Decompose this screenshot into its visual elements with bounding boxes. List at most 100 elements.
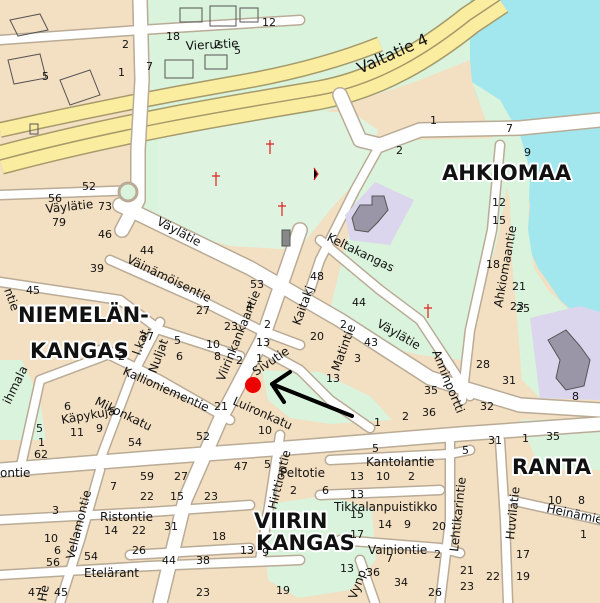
house-number: 15: [492, 214, 506, 227]
house-number: 12: [262, 16, 276, 29]
district-viirin-2: KANGAS: [256, 531, 355, 555]
house-number: 13: [350, 488, 364, 501]
house-numbers: 18 2 12 5 1 2 5 7 9 1 7 2 56 52 79 73 46…: [26, 16, 587, 599]
house-number: 44: [352, 296, 366, 309]
house-number: 1: [580, 528, 587, 541]
house-number: 3: [354, 352, 361, 365]
street-label-ristontie: Ristontie: [100, 510, 153, 524]
house-number: 38: [196, 554, 210, 567]
building-keltakangas: [345, 182, 414, 245]
street-label-huvilatie: Huvilatie: [503, 486, 522, 540]
house-number: 13: [340, 562, 354, 575]
street-label-vaylatie-a: Väylätie: [45, 197, 94, 216]
highway-valtatie-4[interactable]: [0, 0, 509, 175]
house-number: 22: [486, 570, 500, 583]
building-ranta: [530, 306, 600, 400]
house-number: 9: [524, 146, 531, 159]
house-number: 2: [214, 38, 221, 51]
house-number: 10: [206, 338, 220, 351]
house-number: 2: [396, 144, 403, 157]
roundabout: [117, 181, 139, 203]
house-number: 10: [258, 424, 272, 437]
house-number: 5: [372, 442, 379, 455]
house-number: 5: [264, 458, 271, 471]
house-number: 27: [196, 304, 210, 317]
house-number: 56: [46, 556, 60, 569]
house-number: 10: [376, 470, 390, 483]
house-number: 6: [176, 350, 183, 363]
street-label-etelaranta: Etelärant: [84, 566, 139, 580]
house-number: 23: [460, 580, 474, 593]
house-number: 1: [118, 66, 125, 79]
house-number: 36: [422, 406, 436, 419]
house-number: 34: [394, 576, 408, 589]
street-label-kantolantie: Kantolantie: [366, 455, 434, 469]
house-number: 21: [512, 280, 526, 293]
district-ahkiomaa: AHKIOMAA: [442, 161, 572, 185]
house-number: 8: [572, 390, 579, 403]
house-number: 13: [326, 372, 340, 385]
house-number: 44: [140, 244, 154, 257]
house-number: 8: [214, 350, 221, 363]
house-number: 31: [164, 520, 178, 533]
house-number: 48: [310, 270, 324, 283]
house-number: 23: [510, 300, 524, 313]
house-number: 26: [428, 586, 442, 599]
street-label-ontie: ontie: [0, 466, 30, 480]
house-number: 25: [516, 302, 530, 315]
house-number: 56: [48, 192, 62, 205]
house-number: 5: [234, 44, 241, 57]
house-number: 6: [322, 484, 329, 497]
house-number: 5: [42, 70, 49, 83]
house-number: 79: [52, 216, 66, 229]
district-ranta: RANTA: [512, 455, 592, 479]
house-number: 12: [492, 196, 506, 209]
house-number: 5: [174, 334, 181, 347]
street-label-he: He: [35, 584, 52, 603]
house-number: 31: [502, 374, 516, 387]
house-number: 44: [162, 554, 176, 567]
house-number: 14: [378, 518, 392, 531]
house-number: 7: [110, 480, 117, 493]
house-number: 3: [52, 504, 59, 517]
house-number: 26: [132, 544, 146, 557]
house-number: 46: [98, 228, 112, 241]
house-number: 1: [374, 416, 381, 429]
house-number: 14: [104, 524, 118, 537]
house-number: 18: [166, 30, 180, 43]
house-number: 19: [516, 570, 530, 583]
street-label-tikkalanpuistikko: Tikkalanpuistikko: [333, 500, 437, 514]
house-number: 54: [128, 436, 142, 449]
house-number: 7: [146, 60, 153, 73]
house-number: 4: [246, 300, 253, 313]
house-number: 2: [290, 484, 297, 497]
house-number: 21: [460, 564, 474, 577]
house-number: 6: [64, 400, 71, 413]
house-number: 20: [310, 330, 324, 343]
street-label-peltotie: Peltotie: [280, 466, 325, 480]
house-number: 19: [276, 584, 290, 597]
house-number: 53: [250, 278, 264, 291]
house-number: 2: [236, 354, 243, 367]
location-marker[interactable]: [245, 377, 261, 393]
district-niemelan-2: KANGAS: [30, 339, 129, 363]
house-number: 2: [118, 350, 125, 363]
lake: [470, 0, 600, 330]
district-niemelan-1: NIEMELÄN-: [18, 302, 149, 327]
house-number: 35: [546, 430, 560, 443]
house-number: 45: [54, 586, 68, 599]
house-number: 15: [170, 490, 184, 503]
house-number: 7: [386, 552, 393, 565]
house-number: 10: [44, 532, 58, 545]
pointer-arrow: [270, 370, 354, 418]
house-number: 2: [402, 410, 409, 423]
house-number: 47: [234, 460, 248, 473]
house-number: 15: [350, 508, 364, 521]
house-number: 2: [340, 318, 347, 331]
house-number: 8: [578, 494, 585, 507]
house-number: 18: [486, 258, 500, 271]
house-number: 47: [28, 586, 42, 599]
